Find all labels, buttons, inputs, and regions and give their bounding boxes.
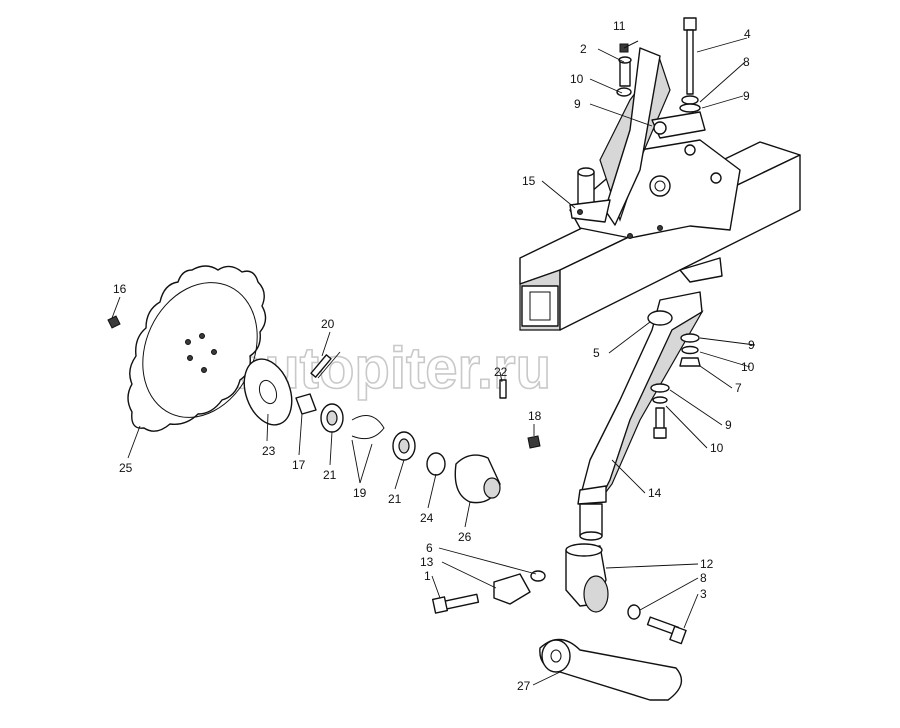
callout-9-top-right: 9 bbox=[743, 89, 750, 103]
callout-16: 16 bbox=[113, 282, 127, 296]
callout-4: 4 bbox=[744, 27, 751, 41]
disc-wheel bbox=[107, 265, 267, 432]
callout-23: 23 bbox=[262, 444, 276, 458]
callout-2: 2 bbox=[580, 42, 587, 56]
callout-18: 18 bbox=[528, 409, 542, 423]
callout-8-top: 8 bbox=[743, 55, 750, 69]
callout-21-left: 21 bbox=[323, 468, 337, 482]
callout-9-lower: 9 bbox=[725, 418, 732, 432]
callout-7: 7 bbox=[735, 381, 742, 395]
callout-19: 19 bbox=[353, 486, 367, 500]
callout-5: 5 bbox=[593, 346, 600, 360]
suspension-arm bbox=[577, 291, 704, 541]
callout-6: 6 bbox=[426, 541, 433, 555]
callout-20: 20 bbox=[321, 317, 335, 331]
callout-14: 14 bbox=[648, 486, 662, 500]
callout-24: 24 bbox=[420, 511, 434, 525]
leader-lines bbox=[111, 37, 756, 686]
callout-9-top-left: 9 bbox=[574, 97, 581, 111]
callout-1: 1 bbox=[424, 569, 431, 583]
callout-labels: 11 2 10 9 4 8 9 15 5 9 10 7 9 10 14 6 13… bbox=[113, 19, 755, 693]
callout-10-right: 10 bbox=[741, 360, 755, 374]
lower-assembly bbox=[431, 543, 687, 701]
callout-13: 13 bbox=[420, 555, 434, 569]
callout-8-lower: 8 bbox=[700, 571, 707, 585]
callout-25: 25 bbox=[119, 461, 133, 475]
hub-assembly bbox=[243, 351, 541, 504]
top-hardware bbox=[616, 17, 701, 113]
callout-12: 12 bbox=[700, 557, 714, 571]
callout-10-top: 10 bbox=[570, 72, 584, 86]
callout-3: 3 bbox=[700, 587, 707, 601]
callout-21-right: 21 bbox=[388, 492, 402, 506]
callout-22: 22 bbox=[494, 365, 508, 379]
callout-27: 27 bbox=[517, 679, 531, 693]
callout-10-lower: 10 bbox=[710, 441, 724, 455]
mounting-bracket bbox=[569, 47, 741, 283]
callout-9-right: 9 bbox=[748, 338, 755, 352]
callout-11: 11 bbox=[613, 19, 626, 33]
callout-15: 15 bbox=[522, 174, 536, 188]
callout-26: 26 bbox=[458, 530, 472, 544]
callout-17: 17 bbox=[292, 458, 306, 472]
